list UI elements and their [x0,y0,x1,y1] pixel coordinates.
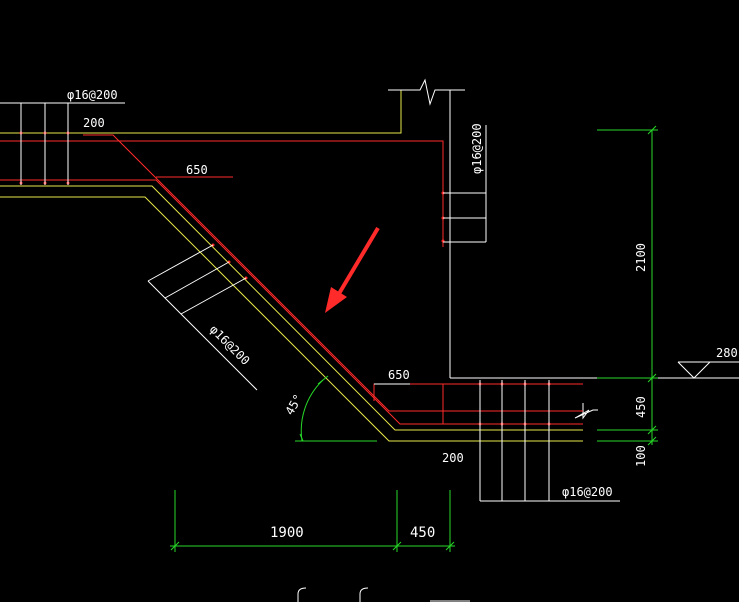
label-dim-650-upper: 650 [186,163,208,177]
partial-bottom-fragments [297,587,470,602]
label-dim-2100: 2100 [634,243,648,272]
label-angle: 45° [282,392,305,418]
spacing-bar [180,277,247,315]
label-dim-650-lower: 650 [388,368,410,382]
rebar-slope-outer [0,179,583,425]
label-rebar-vertical: φ16@200 [470,123,484,174]
fragment-curve [297,587,307,602]
dim-tick [647,125,657,135]
dimension-lines [170,125,658,552]
spacing-bar [147,244,214,282]
label-dim-450-bottom: 450 [410,525,435,541]
arrow-shaft [335,226,380,299]
label-dim-200-top: 200 [83,116,105,130]
label-dim-100: 100 [634,445,648,467]
rebar-dots [19,131,551,426]
label-rebar-bottom: φ16@200 [562,485,613,499]
arrow-head [325,287,347,313]
red-arrow-icon [325,226,380,313]
fragment-curve [359,587,369,602]
angle-tick-bottom [299,433,304,442]
spacing-bar [164,261,230,299]
label-rebar-top-left: φ16@200 [67,88,118,102]
label-dim-450-right: 450 [634,396,648,418]
rebar-group [0,134,583,425]
concrete-top-edge [0,89,402,134]
label-rebar-slope: φ16@200 [207,322,253,368]
text-labels: φ16@200 200 650 φ16@200 φ16@200 45° 650 … [67,88,738,541]
rebar-slope-inner [83,134,583,412]
dim-tick [647,436,657,446]
dim-tick [392,541,402,551]
concrete-slope-lower-edge [0,196,583,442]
angle-arc [300,379,324,442]
wall-outline [449,90,739,379]
angle-tick-top [317,375,329,385]
label-dim-200-bottom: 200 [442,451,464,465]
concrete-slope-upper-edge [0,185,583,431]
dim-tick [170,541,180,551]
label-elev-280: 280 [716,346,738,360]
concrete-outline [0,89,583,442]
rebar-spacing-annotations [0,102,620,502]
elevation-triangle-icon [677,361,712,379]
dim-tick [445,541,455,551]
elevation-marker [677,361,739,379]
dim-tick [647,425,657,435]
dim-tick [647,373,657,383]
spacing-leader-slope [147,280,258,391]
break-line-right [574,403,598,420]
rebar-bottom-bent [373,383,583,401]
rebar-top-horizontal [0,140,444,247]
break-line-top [388,78,465,106]
label-dim-1900: 1900 [270,525,304,541]
